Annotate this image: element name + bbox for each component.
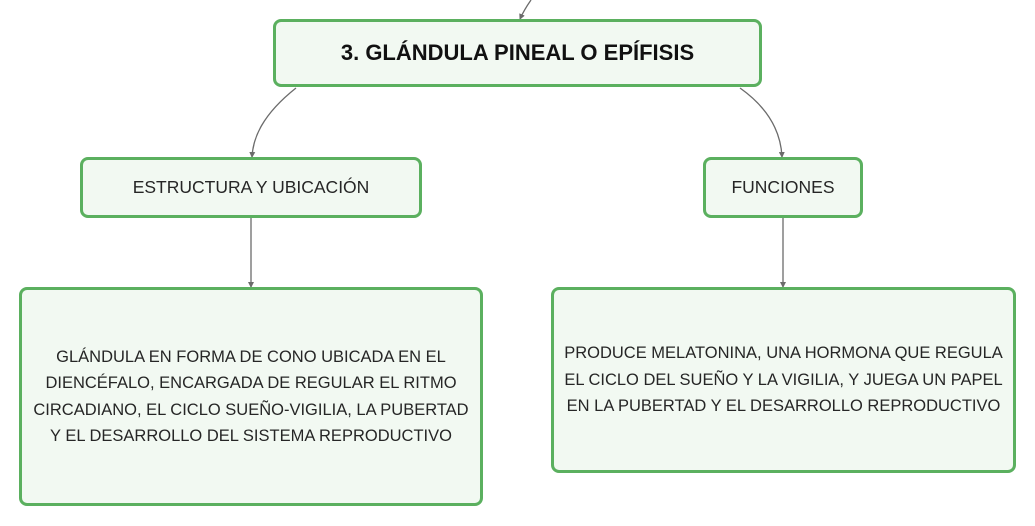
root-topic-label: 3. GLÁNDULA PINEAL O EPÍFISIS bbox=[340, 40, 695, 65]
detail-node-funciones[interactable]: PRODUCE MELATONINA, UNA HORMONA QUE REGU… bbox=[551, 287, 1016, 473]
connector-parent-to-root bbox=[519, 0, 532, 20]
detail-node-estructura[interactable]: GLÁNDULA EN FORMA DE CONO UBICADA EN EL … bbox=[19, 287, 483, 506]
branch-node-estructura[interactable]: ESTRUCTURA Y UBICACIÓN bbox=[80, 157, 422, 218]
detail-text-funciones: PRODUCE MELATONINA, UNA HORMONA QUE REGU… bbox=[564, 344, 1003, 416]
branch-node-funciones[interactable]: FUNCIONES bbox=[703, 157, 863, 218]
detail-text-estructura: GLÁNDULA EN FORMA DE CONO UBICADA EN EL … bbox=[33, 347, 469, 446]
branch-label-estructura: ESTRUCTURA Y UBICACIÓN bbox=[132, 177, 370, 197]
connector-root-to-estructura bbox=[249, 87, 297, 158]
connector-root-to-funciones bbox=[739, 87, 785, 158]
branch-label-funciones: FUNCIONES bbox=[731, 177, 835, 197]
root-topic-node[interactable]: 3. GLÁNDULA PINEAL O EPÍFISIS bbox=[273, 19, 762, 87]
